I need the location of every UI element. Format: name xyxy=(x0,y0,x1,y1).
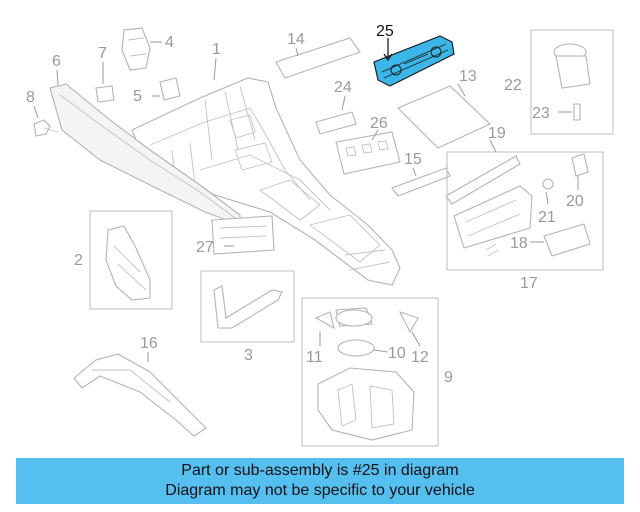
duct-part-16 xyxy=(73,353,207,437)
info-banner: Part or sub-assembly is #25 in diagram D… xyxy=(16,458,624,504)
callout-26: 26 xyxy=(370,115,388,132)
trim-strip-part-19 xyxy=(445,155,521,205)
callout-6: 6 xyxy=(52,53,61,70)
callout-17: 17 xyxy=(520,275,538,292)
callout-4: 4 xyxy=(165,34,174,51)
callout-11: 11 xyxy=(306,349,323,366)
callout-21: 21 xyxy=(538,209,556,226)
callout-23: 23 xyxy=(532,105,550,122)
callout-13: 13 xyxy=(459,68,477,85)
callout-12: 12 xyxy=(411,349,429,366)
panel-part-14 xyxy=(275,37,361,79)
control-unit-part-25 xyxy=(373,35,455,87)
callout-labels: 1 2 3 4 5 6 7 8 9 10 11 12 13 14 15 16 1… xyxy=(26,23,584,386)
callout-22: 22 xyxy=(504,77,522,94)
callout-20: 20 xyxy=(566,193,584,210)
trim-strip-part-15 xyxy=(391,167,451,197)
callout-5: 5 xyxy=(133,88,142,105)
callout-9: 9 xyxy=(444,369,453,386)
callout-24: 24 xyxy=(334,79,352,96)
callout-27: 27 xyxy=(196,239,214,256)
callout-18: 18 xyxy=(510,235,528,252)
callout-3: 3 xyxy=(244,347,253,364)
group-box-part-2 xyxy=(89,210,173,310)
callout-16: 16 xyxy=(140,335,158,352)
switch-part-24 xyxy=(315,111,357,135)
callout-19: 19 xyxy=(488,125,506,142)
switch-unit-part-27 xyxy=(211,215,275,255)
clip-part-7 xyxy=(95,85,115,103)
cover-part-13 xyxy=(397,85,491,149)
callout-15: 15 xyxy=(404,151,422,168)
leader-lines xyxy=(33,38,579,362)
screw-part-8 xyxy=(33,119,59,137)
callout-2: 2 xyxy=(74,252,83,269)
callout-14: 14 xyxy=(287,31,305,48)
banner-line-part-number: Part or sub-assembly is #25 in diagram xyxy=(181,462,459,479)
parts-diagram: 1 2 3 4 5 6 7 8 9 10 11 12 13 14 15 16 1… xyxy=(26,23,614,447)
switch-pack-part-26 xyxy=(335,131,401,175)
bracket-part-4 xyxy=(121,27,151,71)
group-box-part-9 xyxy=(301,297,439,447)
group-box-part-17 xyxy=(446,151,604,271)
group-box-part-3 xyxy=(200,270,295,343)
callout-25: 25 xyxy=(376,23,394,40)
group-box-part-22 xyxy=(530,29,614,135)
callout-1: 1 xyxy=(212,41,221,58)
clip-part-5 xyxy=(159,77,181,101)
callout-10: 10 xyxy=(388,345,406,362)
callout-8: 8 xyxy=(26,89,35,106)
callout-7: 7 xyxy=(98,45,107,62)
banner-line-disclaimer: Diagram may not be specific to your vehi… xyxy=(165,482,475,499)
